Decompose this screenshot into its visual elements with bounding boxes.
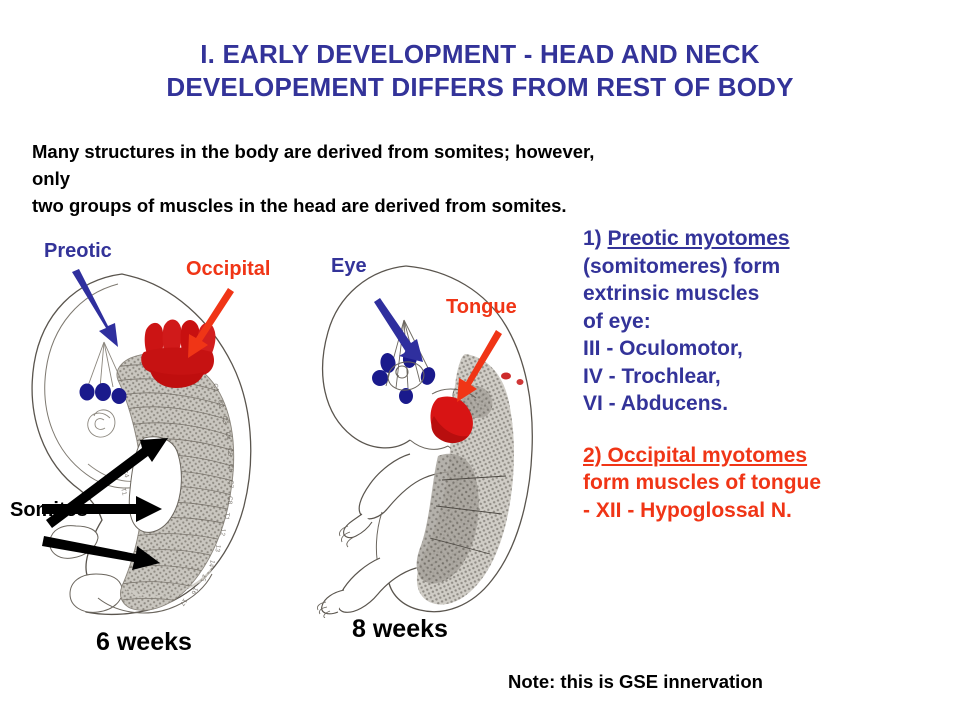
svg-text:C4: C4: [224, 432, 232, 441]
footnote-text: Note: this is GSE innervation: [508, 671, 763, 692]
svg-text:C3: C3: [221, 415, 229, 424]
otic-vesicle: [87, 409, 116, 438]
note-2-line-2: form muscles of tongue: [583, 471, 822, 494]
svg-text:T1: T1: [223, 512, 231, 521]
svg-text:14: 14: [207, 559, 216, 568]
svg-text:C6: C6: [227, 464, 234, 473]
eye-muscle-dot-5: [399, 388, 413, 404]
note-1-heading: 1) Preotic myotomes: [583, 225, 958, 253]
note-1-term: Preotic myotomes: [607, 227, 790, 250]
note-group-occipital: 2) Occipital myotomes form muscles of to…: [583, 442, 958, 525]
svg-text:17: 17: [178, 597, 188, 607]
note-1-line-4: of eye:: [583, 309, 651, 333]
note-1-line-2: (somitomeres) form: [583, 254, 781, 278]
title-line-2: DEVELOPEMENT DIFFERS FROM REST OF BODY: [166, 72, 794, 102]
svg-text:T1: T1: [119, 487, 128, 496]
svg-text:13: 13: [213, 544, 221, 553]
title-line-1: I. EARLY DEVELOPMENT - HEAD AND NECK: [200, 39, 760, 69]
intro-line-2: two groups of muscles in the head are de…: [32, 195, 567, 216]
preotic-dot-2: [95, 383, 111, 401]
label-somites: Somites: [10, 499, 88, 521]
svg-text:C2: C2: [216, 399, 224, 409]
svg-text:C4: C4: [121, 469, 130, 479]
svg-text:C5: C5: [226, 448, 233, 457]
figure-eight-weeks-fetus: [310, 258, 580, 618]
note-group-preotic: 1) Preotic myotomes (somitomeres) form e…: [583, 225, 958, 418]
preotic-dot-1: [79, 383, 95, 401]
intro-paragraph: Many structures in the body are derived …: [32, 138, 632, 219]
svg-text:C7: C7: [227, 480, 234, 489]
note-1-line-3: extrinsic muscles: [583, 282, 760, 305]
note-1-line-6: IV - Trochlear,: [583, 364, 721, 388]
label-tongue: Tongue: [446, 296, 517, 318]
figure-six-weeks-embryo: C1 C2 C3 C4 C5 C6 C7 C8 T1 12 13 14 15 1…: [18, 268, 318, 618]
note-1-line-5: III - Oculomotor,: [583, 337, 743, 360]
svg-text:12: 12: [218, 528, 226, 537]
caption-eight-weeks: 8 weeks: [352, 615, 448, 643]
notes-panel: 1) Preotic myotomes (somitomeres) form e…: [583, 225, 958, 524]
label-preotic: Preotic: [44, 240, 112, 262]
preotic-myotomes-group: [79, 341, 127, 438]
page-title: I. EARLY DEVELOPMENT - HEAD AND NECK DEV…: [0, 38, 960, 104]
back-muscle-mass: [416, 354, 524, 605]
svg-text:C8: C8: [226, 496, 234, 505]
note-1-number: 1): [583, 227, 608, 250]
svg-text:C1: C1: [211, 383, 219, 393]
eye-muscle-dot-3: [372, 370, 388, 386]
note-2-line-3: - XII - Hypoglossal N.: [583, 498, 792, 522]
label-eye: Eye: [331, 255, 367, 277]
preotic-dot-3: [111, 388, 127, 404]
somite-pointer-arrows: [42, 438, 168, 570]
svg-text:16: 16: [189, 586, 199, 596]
eye-muscle-dot-4: [420, 367, 436, 385]
note-1-line-7: VI - Abducens.: [583, 392, 729, 415]
note-2-heading: 2) Occipital myotomes: [583, 443, 808, 467]
somite-column-six-weeks: C1 C2 C3 C4 C5 C6 C7 C8 T1 12 13 14 15 1…: [116, 353, 234, 611]
caption-six-weeks: 6 weeks: [96, 628, 192, 656]
intro-line-1: Many structures in the body are derived …: [32, 141, 595, 189]
label-occipital: Occipital: [186, 258, 271, 280]
